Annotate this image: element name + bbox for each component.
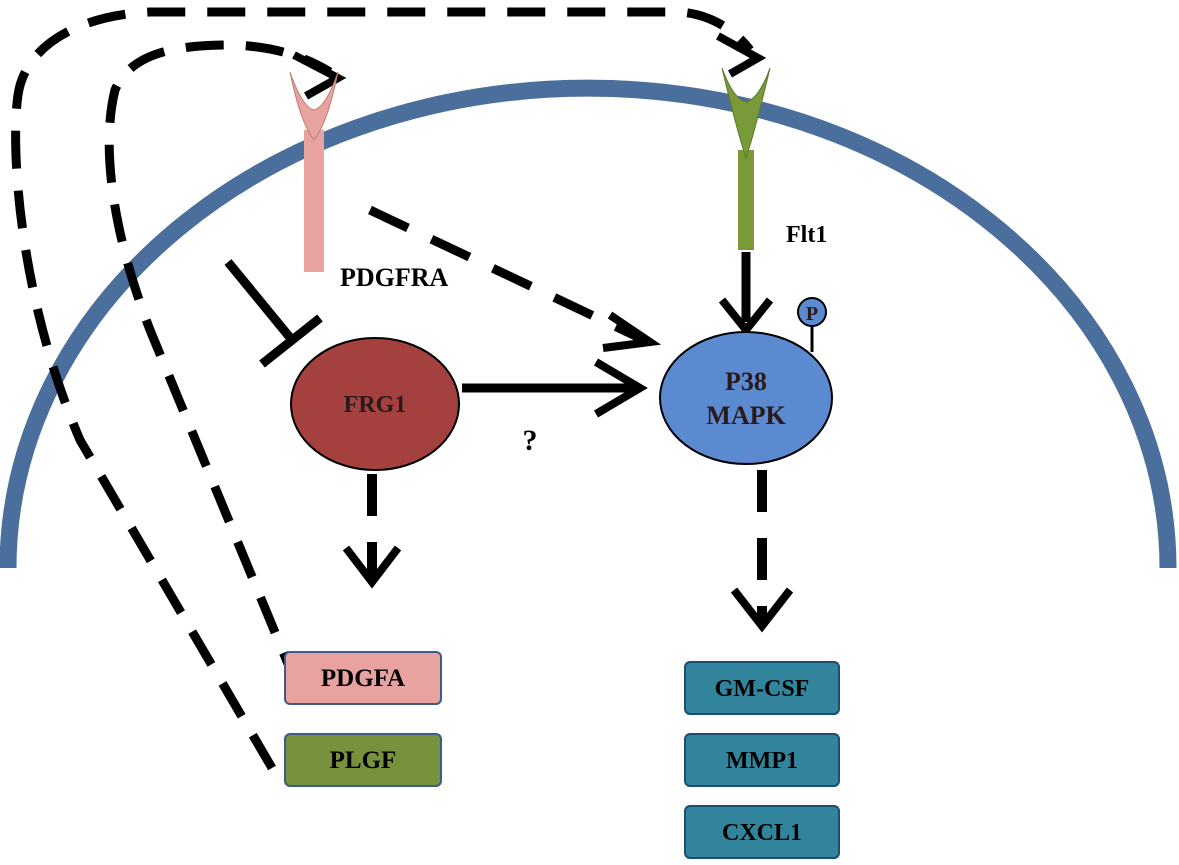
p38-label-line2: MAPK xyxy=(706,401,786,430)
p38-mapk-node xyxy=(659,331,833,465)
pdgfra-arrowhead xyxy=(292,51,347,100)
frg1-node xyxy=(290,337,460,471)
frg1-label: FRG1 xyxy=(344,392,407,418)
pdgfra-receptor-head xyxy=(289,71,339,141)
flt1-label: Flt1 xyxy=(786,222,827,248)
pdgfra-to-p38-dashed-arrow xyxy=(368,205,642,343)
plgf-to-flt1-dashed-arrow xyxy=(11,7,754,771)
phospho-marker xyxy=(797,297,827,327)
plgf-label: PLGF xyxy=(330,747,397,774)
pdgfa-label: PDGFA xyxy=(321,665,405,692)
mmp1-box xyxy=(684,733,840,787)
plgf-box xyxy=(284,733,442,787)
frg1-outputs-arrowhead xyxy=(342,545,402,589)
cxcl1-label: CXCL1 xyxy=(722,820,802,846)
frg1-p38-arrowhead xyxy=(593,358,648,418)
flt1-receptor-head xyxy=(721,67,771,160)
gm-csf-box xyxy=(684,661,840,715)
flt1-p38-arrowhead xyxy=(718,297,774,337)
gm-csf-label: GM-CSF xyxy=(715,676,810,702)
mmp1-label: MMP1 xyxy=(726,748,798,774)
pdgfra-receptor-stem xyxy=(304,130,324,272)
pdgfra-p38-arrowhead xyxy=(602,311,662,352)
pdgfra-inhibits-frg1-line xyxy=(224,259,296,343)
cell-membrane xyxy=(0,79,1177,569)
inhibition-bar xyxy=(259,314,323,368)
pdgfra-label: PDGFRA xyxy=(340,263,449,292)
flt1-receptor-stem xyxy=(738,150,754,250)
unknown-link-label: ? xyxy=(523,424,538,457)
pdgfa-box xyxy=(284,651,442,705)
p38-outputs-arrowhead xyxy=(730,587,794,633)
p38-label-line1: P38 xyxy=(725,367,767,396)
cxcl1-box xyxy=(684,805,840,859)
pdgfa-to-pdgfra-dashed-arrow xyxy=(104,40,333,690)
phospho-label: P xyxy=(806,303,818,325)
flt1-arrowhead xyxy=(716,32,767,78)
